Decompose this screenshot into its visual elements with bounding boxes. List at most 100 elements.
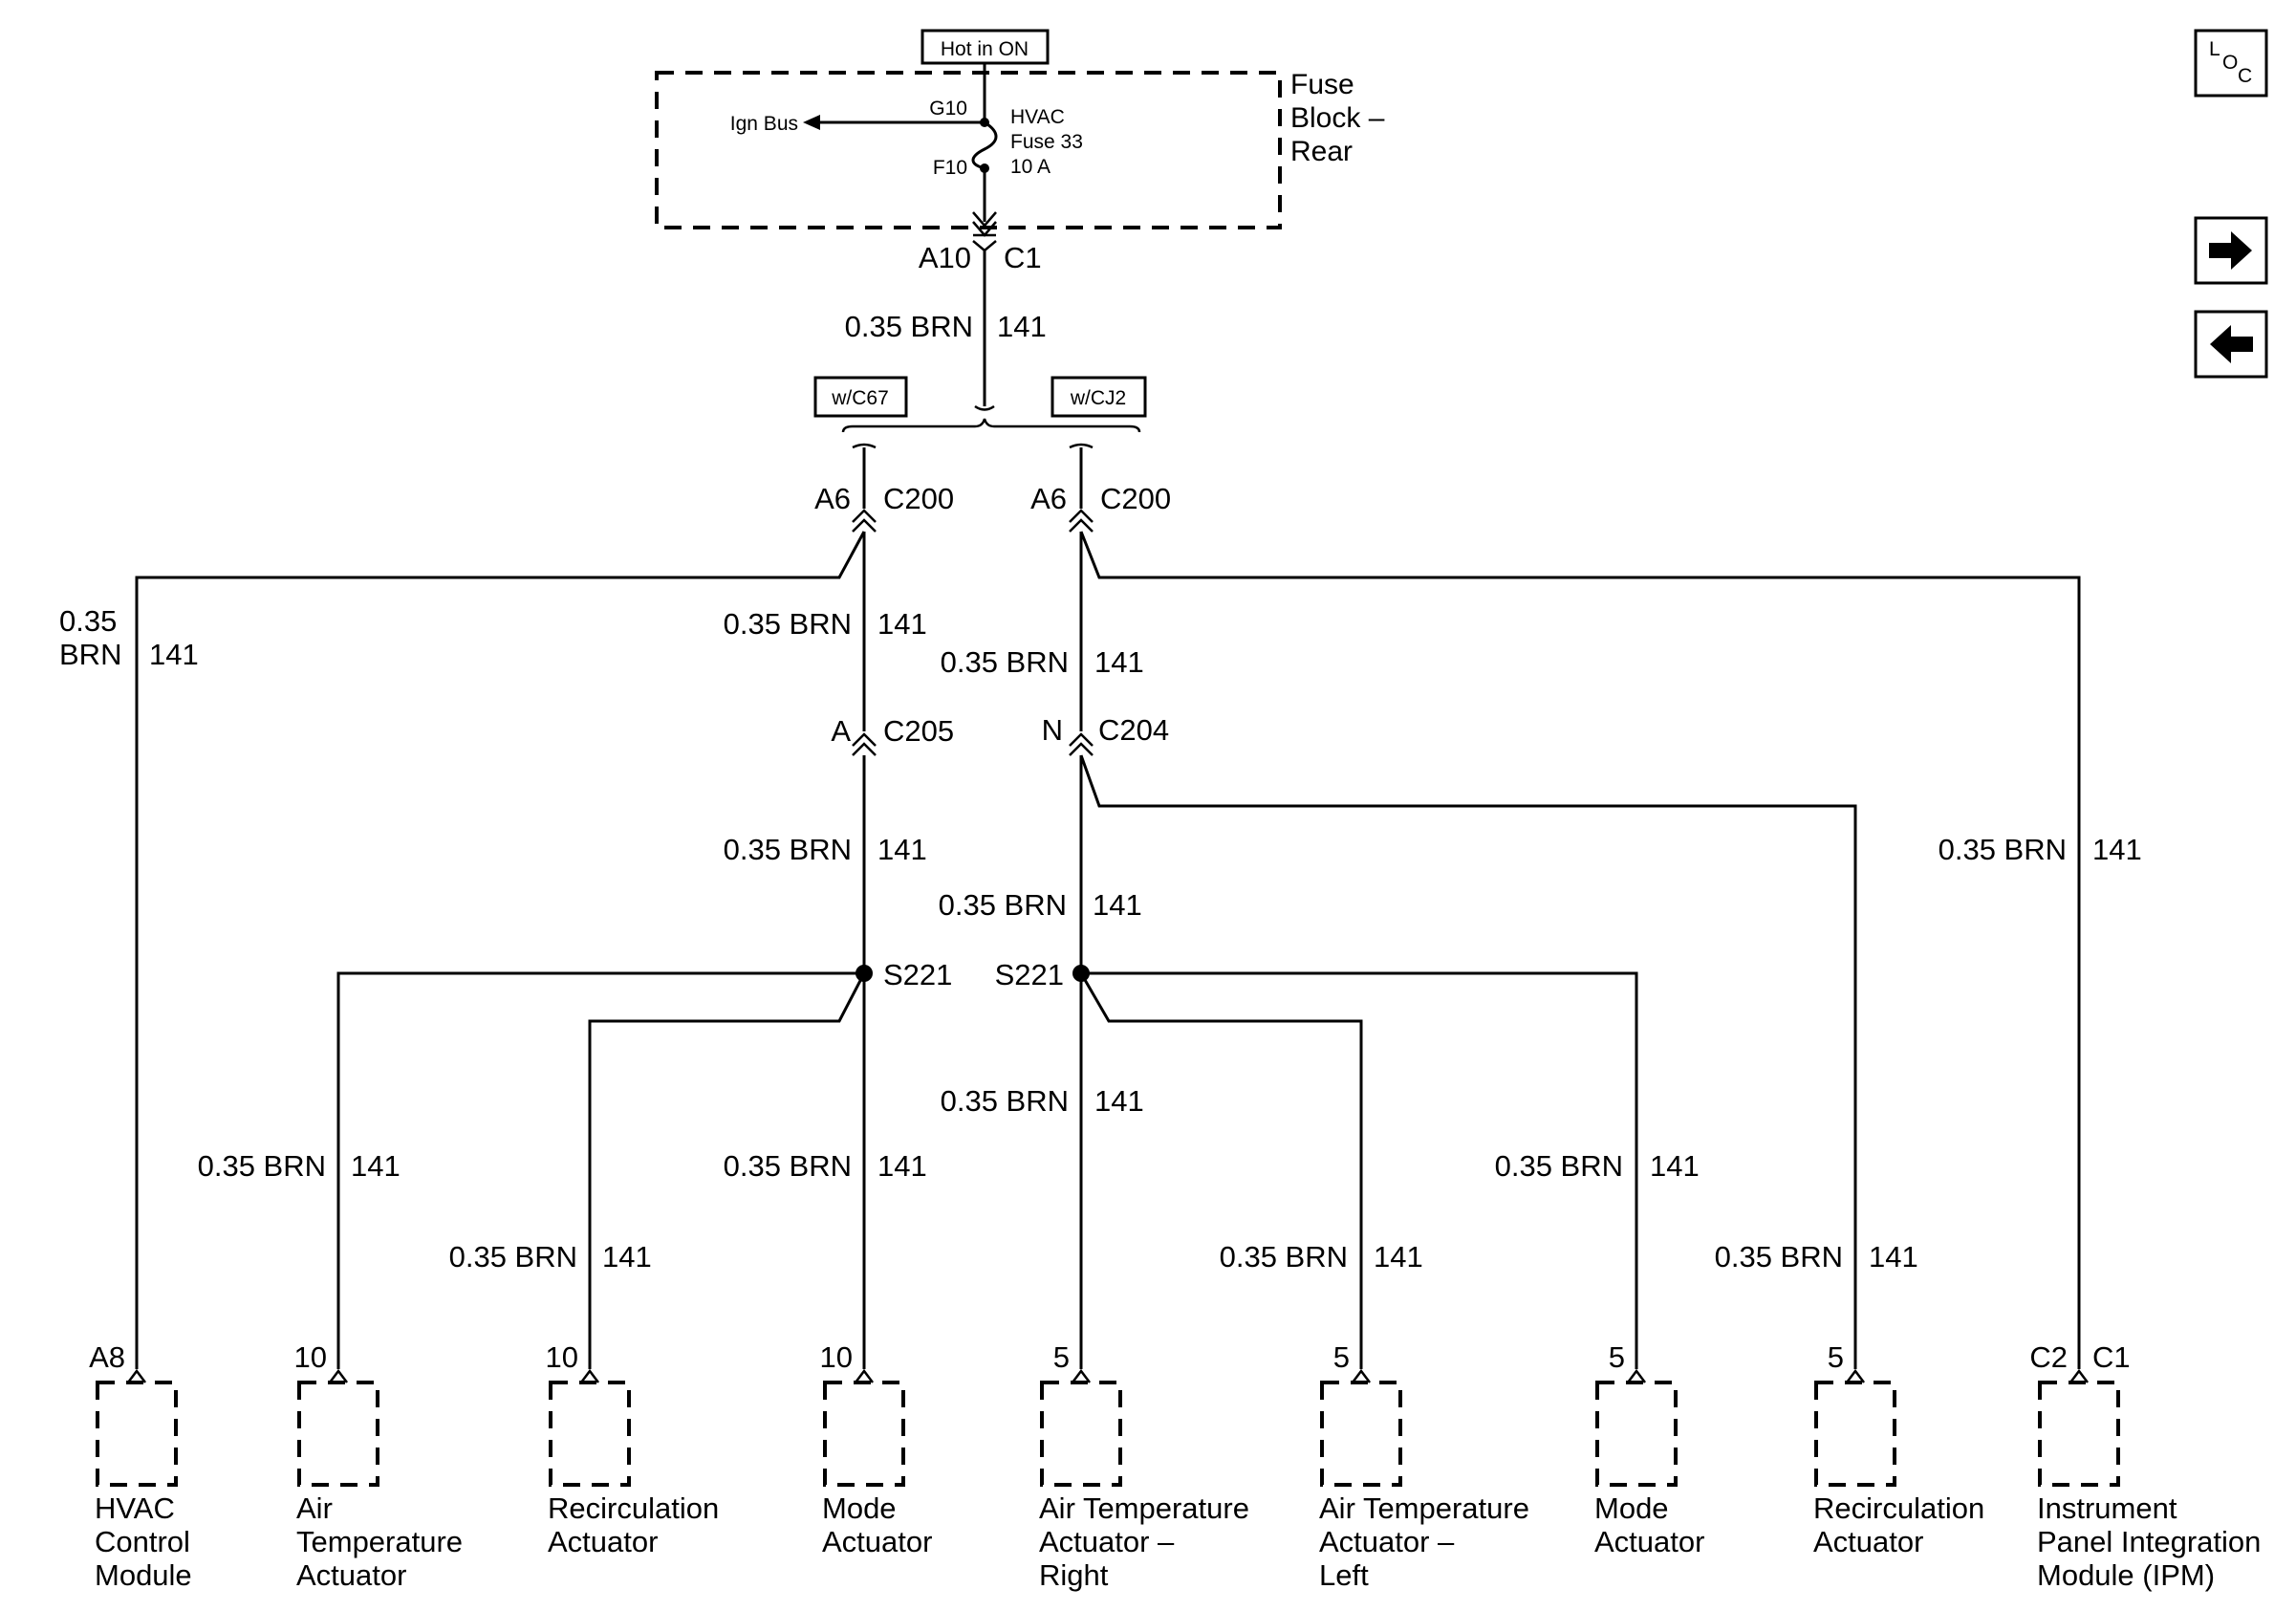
component-name-line: Recirculation	[1813, 1491, 1984, 1525]
component-pin-label: 5	[1609, 1340, 1625, 1374]
component-name-line: Instrument	[2037, 1491, 2177, 1525]
component-pin-label: 10	[820, 1340, 853, 1374]
component-name-line: Recirculation	[548, 1491, 719, 1525]
component-box	[1595, 1381, 1678, 1487]
recirc-left-wire-size: 0.35 BRN	[449, 1240, 577, 1274]
component-name-line: Control	[95, 1525, 190, 1558]
component-pin-terminal	[1627, 1368, 1646, 1383]
mode-left-wire-size: 0.35 BRN	[724, 1149, 852, 1183]
arrow-left-icon	[2210, 325, 2253, 363]
c200-right-id: C200	[1100, 482, 1171, 515]
component-box	[96, 1381, 178, 1487]
component-pin-terminal	[1352, 1368, 1371, 1383]
component-name-line: Actuator	[1813, 1525, 1923, 1558]
component-name-line: Actuator –	[1319, 1525, 1455, 1558]
c200-left-pin: A6	[814, 482, 851, 515]
component-pin-terminal	[329, 1368, 348, 1383]
c200-right-pin: A6	[1030, 482, 1067, 515]
fuse-name: HVAC	[1010, 106, 1065, 128]
ipm-wire-size: 0.35 BRN	[1939, 833, 2067, 866]
fuse-block-title-2: Block –	[1290, 102, 1385, 134]
fuse-block-title-3: Rear	[1290, 136, 1353, 167]
component-name-line: Right	[1039, 1558, 1109, 1592]
component-pin-label: C2	[2029, 1340, 2068, 1374]
loc-button[interactable]: L O C	[2194, 29, 2268, 98]
component-box	[1814, 1381, 1896, 1487]
component-name-line: Air Temperature	[1319, 1491, 1529, 1525]
component-pin-label: 10	[546, 1340, 578, 1374]
component-connector-label: C1	[2092, 1340, 2131, 1374]
hot-in-on-label: Hot in ON	[941, 38, 1029, 60]
splice-s221-right-label: S221	[995, 958, 1064, 991]
component-box	[1040, 1381, 1122, 1487]
component-box	[1320, 1381, 1402, 1487]
hvac-wire-color: BRN	[59, 638, 121, 671]
component-box	[2038, 1381, 2120, 1487]
right-middle-wire-circuit: 141	[1093, 888, 1142, 922]
component-name-line: Actuator	[296, 1558, 406, 1592]
fuse-33-icon	[971, 120, 998, 170]
air-temp-left-wire-circuit: 141	[1374, 1240, 1423, 1274]
component-name-line: Mode	[1594, 1491, 1669, 1525]
connector-a10-pin: A10	[919, 241, 971, 274]
component-name-line: Actuator –	[1039, 1525, 1175, 1558]
hvac-wire-circuit: 141	[149, 638, 199, 671]
loc-letter-c: C	[2238, 65, 2252, 87]
component-name-line: Actuator	[548, 1525, 658, 1558]
mode-right-wire-circuit: 141	[1650, 1149, 1700, 1183]
component-pin-terminal	[1072, 1368, 1091, 1383]
component-name-line: Module (IPM)	[2037, 1558, 2215, 1592]
fuse-block-rear	[655, 71, 1282, 229]
component-pin-terminal	[2069, 1368, 2089, 1383]
c204-pin: N	[1042, 713, 1063, 747]
component-name-line: Module	[95, 1558, 192, 1592]
splice-s221-left-label: S221	[883, 958, 952, 991]
component-pin-terminal	[580, 1368, 599, 1383]
right-upper-wire-circuit: 141	[1094, 645, 1144, 679]
component-name-line: Left	[1319, 1558, 1369, 1592]
component-name-line: Actuator	[822, 1525, 932, 1558]
recirc-right-wire-size: 0.35 BRN	[1715, 1240, 1843, 1274]
pin-g10: G10	[929, 98, 967, 120]
loc-letter-l: L	[2209, 38, 2220, 60]
fuse-block-title-1: Fuse	[1290, 69, 1354, 100]
air-temp-wire-size: 0.35 BRN	[198, 1149, 326, 1183]
air-temp-right-wire-size: 0.35 BRN	[941, 1084, 1069, 1118]
hvac-wire-size: 0.35	[59, 604, 117, 638]
connector-c1-id: C1	[1004, 241, 1042, 274]
component-pin-terminal	[855, 1368, 874, 1383]
air-temp-left-wire-size: 0.35 BRN	[1220, 1240, 1348, 1274]
component-pin-label: A8	[89, 1340, 125, 1374]
component-pin-label: 5	[1333, 1340, 1350, 1374]
arrow-right-icon	[2209, 231, 2252, 270]
component-name-line: Mode	[822, 1491, 897, 1525]
component-name-line: Air Temperature	[1039, 1491, 1249, 1525]
component-pin-label: 10	[294, 1340, 327, 1374]
component-pin-label: 5	[1828, 1340, 1844, 1374]
option-w-c67-box	[813, 376, 908, 418]
left-middle-wire-circuit: 141	[877, 833, 927, 866]
prev-page-button[interactable]	[2194, 310, 2268, 379]
ign-bus-label: Ign Bus	[730, 113, 798, 135]
c205-id: C205	[883, 714, 954, 748]
component-pin-terminal	[127, 1368, 146, 1383]
option-w-c67: w/C67	[831, 387, 889, 409]
air-temp-wire-circuit: 141	[351, 1149, 401, 1183]
mode-right-wire-size: 0.35 BRN	[1495, 1149, 1623, 1183]
option-w-cj2: w/CJ2	[1070, 387, 1126, 409]
component-box	[549, 1381, 631, 1487]
fuse-rating: 10 A	[1010, 156, 1051, 178]
next-page-button[interactable]	[2194, 216, 2268, 285]
component-name-line: HVAC	[95, 1491, 175, 1525]
recirc-left-wire-circuit: 141	[602, 1240, 652, 1274]
component-box	[823, 1381, 905, 1487]
loc-letter-o: O	[2222, 52, 2238, 74]
